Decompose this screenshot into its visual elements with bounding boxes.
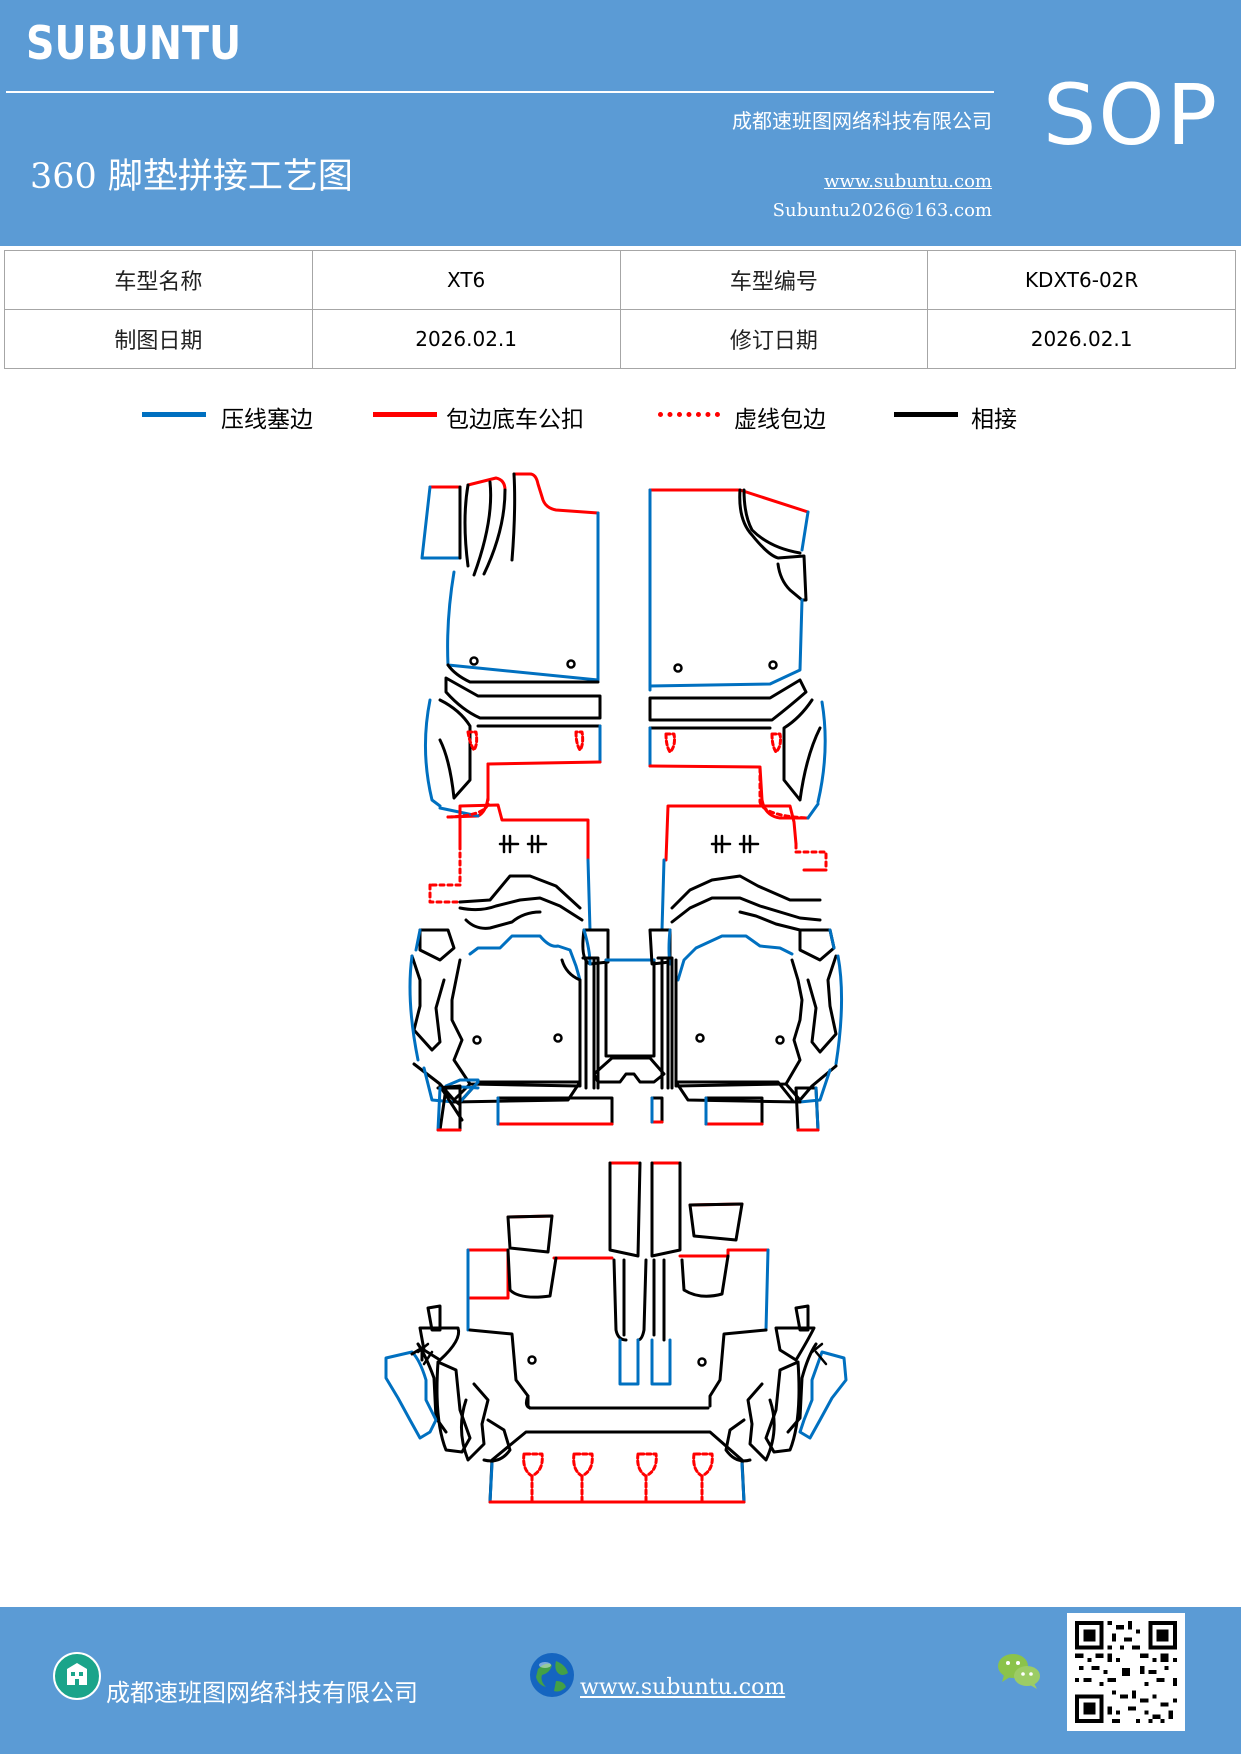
- legend-label: 压线塞边: [221, 407, 313, 433]
- info-table: 车型名称 XT6 车型编号 KDXT6-02R 制图日期 2026.02.1 修…: [4, 250, 1236, 369]
- email-address: Subuntu2026@163.com: [772, 200, 992, 221]
- front-left-mat: [420, 472, 602, 819]
- brand-logo: SUBUNTU: [26, 16, 242, 70]
- wechat-icon[interactable]: [996, 1651, 1042, 1691]
- legend-label: 相接: [971, 407, 1017, 433]
- header-banner: SUBUNTU 成都速班图网络科技有限公司 360 脚垫拼接工艺图 www.su…: [0, 0, 1241, 246]
- footer-website-link[interactable]: www.subuntu.com: [580, 1675, 786, 1700]
- page-title: 360 脚垫拼接工艺图: [30, 157, 353, 197]
- second-row-right-mat: [648, 804, 844, 1104]
- legend-swatch-red: [373, 412, 437, 417]
- footer-banner: 成都速班图网络科技有限公司 www.subuntu.com: [0, 1607, 1241, 1754]
- second-row-right-strips: [704, 1086, 820, 1132]
- front-right-mat: [648, 488, 827, 820]
- drawing-date-label: 制图日期: [4, 309, 313, 369]
- globe-icon: [530, 1653, 574, 1697]
- qr-code[interactable]: [1067, 1613, 1185, 1731]
- qr-code-pattern: [1067, 1613, 1185, 1731]
- legend-label: 包边底车公扣: [446, 407, 584, 433]
- footer-company-name: 成都速班图网络科技有限公司: [106, 1679, 418, 1707]
- legend-swatch-black: [894, 412, 958, 417]
- second-row-left-mat: [408, 803, 610, 1122]
- table-row: 制图日期 2026.02.1 修订日期 2026.02.1: [4, 309, 1236, 369]
- company-name: 成都速班图网络科技有限公司: [732, 109, 992, 133]
- floor-mat-diagram: [384, 472, 848, 1504]
- sop-badge: SOP: [1043, 66, 1220, 164]
- header-divider: [6, 91, 994, 93]
- legend-swatch-red-dotted: [658, 412, 720, 417]
- third-row-mat: [384, 1161, 848, 1504]
- model-code-value: KDXT6-02R: [927, 250, 1236, 310]
- building-icon: [53, 1652, 101, 1700]
- model-name-label: 车型名称: [4, 250, 313, 310]
- model-code-label: 车型编号: [619, 250, 929, 310]
- second-row-left-strips: [436, 1086, 614, 1132]
- revision-date-label: 修订日期: [619, 309, 929, 369]
- drawing-date-value: 2026.02.1: [311, 309, 621, 369]
- table-row: 车型名称 XT6 车型编号 KDXT6-02R: [4, 250, 1236, 310]
- second-row-center-console: [592, 958, 666, 1124]
- website-link[interactable]: www.subuntu.com: [824, 171, 992, 192]
- revision-date-value: 2026.02.1: [927, 309, 1236, 369]
- line-legend: 压线塞边 包边底车公扣 虚线包边 相接: [0, 400, 1241, 440]
- model-name-value: XT6: [311, 250, 621, 310]
- legend-label: 虚线包边: [734, 407, 826, 433]
- legend-swatch-blue: [142, 412, 206, 417]
